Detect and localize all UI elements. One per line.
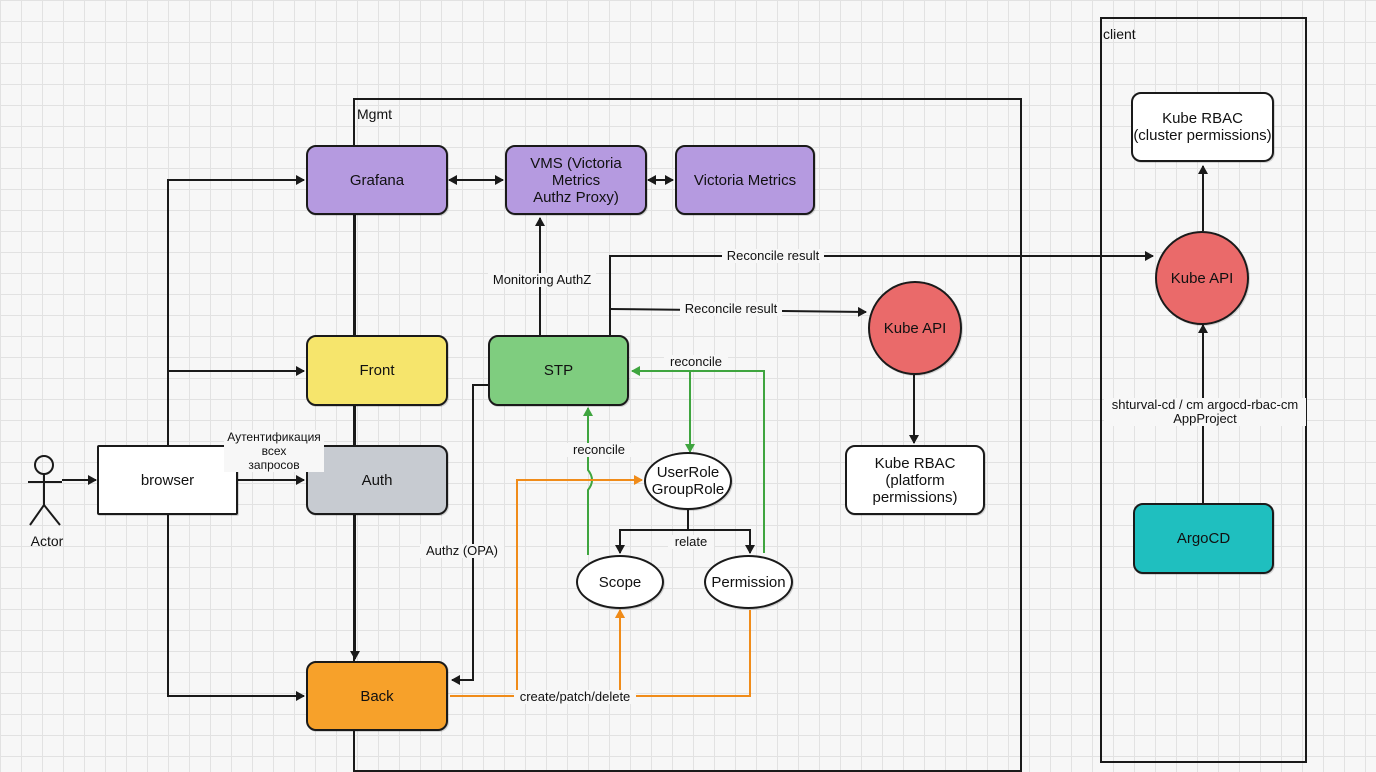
node-stp[interactable]: STP [488, 335, 629, 406]
label-authz-opa: Authz (OPA) [420, 544, 504, 558]
edge-browser-grafana [167, 175, 305, 445]
mgmt-frame-title: Mgmt [357, 106, 392, 122]
client-frame-title: client [1103, 26, 1136, 42]
edge-stp-back-authz [451, 384, 490, 685]
node-victoria-metrics[interactable]: Victoria Metrics [675, 145, 815, 215]
label-reconcile-result-mgmt: Reconcile result [680, 302, 782, 316]
node-browser[interactable]: browser [97, 445, 238, 515]
actor-figure [28, 455, 62, 526]
label-reconcile-top: reconcile [664, 355, 728, 369]
node-kube-rbac-platform[interactable]: Kube RBAC (platform permissions) [845, 445, 985, 515]
label-create-patch-delete: create/patch/delete [514, 690, 636, 704]
actor-label: Actor [30, 533, 64, 549]
node-front[interactable]: Front [306, 335, 448, 406]
node-auth[interactable]: Auth [306, 445, 448, 515]
label-monitoring-authz: Monitoring AuthZ [488, 273, 596, 287]
client-frame [1100, 17, 1307, 763]
edge-browser-back [167, 515, 305, 701]
node-back[interactable]: Back [306, 661, 448, 731]
node-vms-proxy[interactable]: VMS (Victoria Metrics Authz Proxy) [505, 145, 647, 215]
edge-stp-kube-api-client [609, 251, 1154, 335]
node-kube-api-mgmt[interactable]: Kube API [868, 281, 962, 375]
node-kube-rbac-cluster[interactable]: Kube RBAC (cluster permissions) [1131, 92, 1274, 162]
node-scope[interactable]: Scope [576, 555, 664, 609]
label-reconcile-left: reconcile [566, 443, 632, 457]
node-userrole-grouprole[interactable]: UserRole GroupRole [644, 452, 732, 510]
label-reconcile-result-client: Reconcile result [722, 249, 824, 263]
label-relate: relate [668, 535, 714, 549]
node-argocd[interactable]: ArgoCD [1133, 503, 1274, 574]
node-grafana[interactable]: Grafana [306, 145, 448, 215]
node-kube-api-client[interactable]: Kube API [1155, 231, 1249, 325]
label-auth-all-requests: Аутентификация всех запросов [224, 430, 324, 472]
node-permission[interactable]: Permission [704, 555, 793, 609]
label-shturval-cd: shturval-cd / cm argocd-rbac-cm AppProje… [1104, 398, 1306, 426]
edge-permission-stp-reconcile [631, 366, 765, 553]
